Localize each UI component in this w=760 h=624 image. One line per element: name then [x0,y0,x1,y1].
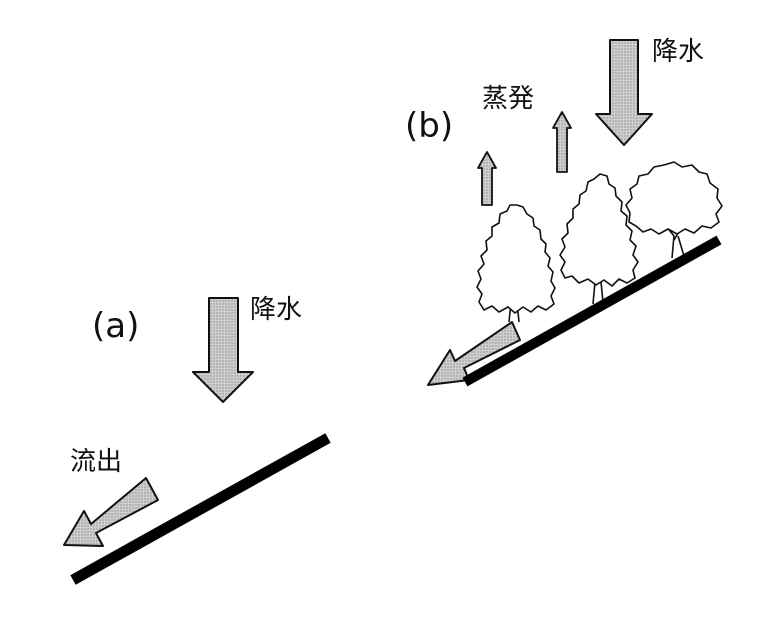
panel-b-label: (b) [405,106,453,146]
evaporation-arrow-1 [552,111,572,173]
precipitation-label-b: 降水 [652,37,704,67]
evaporation-label: 蒸発 [482,84,534,114]
runoff-arrow-b [427,321,521,386]
forest-trees [476,161,723,323]
precipitation-label-a: 降水 [250,295,302,325]
panel-a: (a) 降水 流出 [63,295,331,585]
tree-1-crown [476,204,556,314]
slope-a [70,433,331,585]
precipitation-arrow-b [595,39,653,146]
evaporation-arrow-2 [477,151,497,206]
runoff-label: 流出 [70,447,122,477]
tree-2-crown [559,173,639,287]
slope-b [462,235,722,387]
precipitation-arrow-a [192,297,254,403]
panel-b: (b) 蒸発 降水 [405,37,723,387]
panel-a-label: (a) [92,306,139,346]
tree-3-crown [625,161,723,235]
runoff-arrow [63,477,159,547]
